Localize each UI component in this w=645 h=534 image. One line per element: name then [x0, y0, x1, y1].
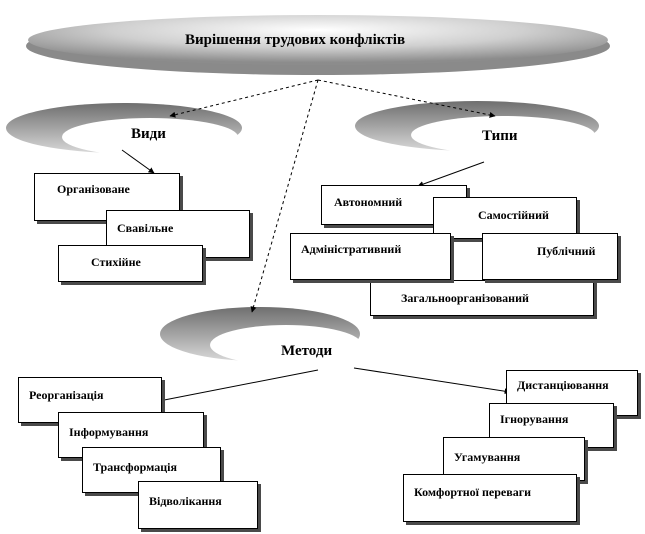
arrow-kinds-to-items — [121, 149, 155, 174]
type-box-general: Загальноорганізований — [370, 280, 594, 316]
type-label: Публічний — [537, 244, 596, 258]
method-box-distraction: Відволікання — [138, 481, 258, 529]
type-label: Адміністративний — [301, 242, 402, 256]
kind-label: Організоване — [57, 182, 130, 196]
kinds-heading: Види — [131, 126, 166, 142]
arrow-to-types — [317, 79, 496, 118]
methods-ellipse — [160, 307, 362, 365]
kind-box-spontaneous: Стихійне — [58, 245, 203, 282]
arrow-to-methods — [250, 79, 319, 313]
method-label: Інформування — [69, 425, 149, 439]
arrow-methods-to-left — [153, 369, 319, 404]
method-label: Реорганізація — [29, 388, 104, 402]
method-label: Трансформація — [93, 460, 177, 474]
diagram-title: Вирішення трудових конфліктів — [185, 32, 406, 48]
type-box-administrative: Адміністративний — [290, 233, 451, 280]
method-box-comfort-advantage: Комфортної переваги — [403, 474, 577, 522]
method-label: Ігнорування — [500, 412, 569, 426]
type-label: Загальноорганізований — [401, 291, 529, 305]
kind-label: Стихійне — [91, 255, 141, 269]
arrow-types-to-items — [417, 161, 485, 187]
title-ellipse — [26, 15, 610, 75]
type-label: Автономний — [334, 195, 403, 209]
types-heading: Типи — [482, 128, 518, 144]
method-label: Дистанціювання — [517, 378, 609, 392]
type-box-public: Публічний — [482, 233, 618, 280]
kinds-ellipse — [6, 103, 242, 156]
types-ellipse — [355, 101, 599, 154]
method-label: Відволікання — [149, 494, 222, 508]
type-label: Самостійний — [478, 208, 549, 222]
methods-heading: Методи — [281, 343, 333, 359]
arrow-methods-to-right — [353, 367, 511, 395]
kind-label: Свавільне — [117, 221, 174, 235]
method-label: Комфортної переваги — [414, 485, 532, 499]
method-label: Угамування — [454, 450, 521, 464]
arrow-to-kinds — [169, 79, 319, 118]
